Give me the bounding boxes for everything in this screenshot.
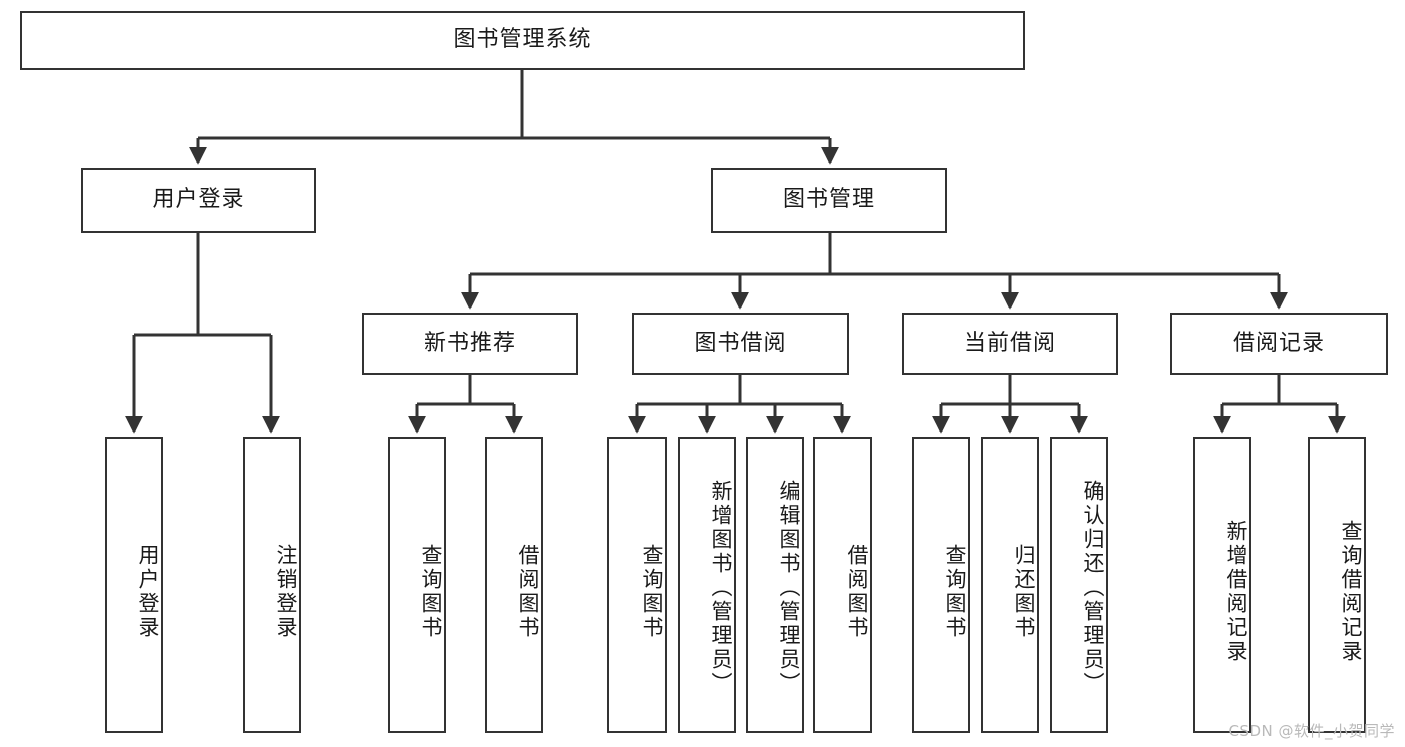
leaf-book-borrow-borrow-book[interactable]: 借阅图书 [813,437,872,733]
leaf-borrow-records-add-record[interactable]: 新增借阅记录 [1193,437,1251,733]
node-label: 确认归还（管理员） [1081,480,1105,696]
node-label: 图书借阅 [694,330,787,356]
node-label: 用户登录 [136,544,160,640]
leaf-current-borrow-query-book[interactable]: 查询图书 [912,437,970,733]
node-label: 查询图书 [640,544,664,640]
node-label: 借阅图书 [845,544,869,640]
leaf-user-login-login[interactable]: 用户登录 [105,437,163,733]
node-label: 编辑图书（管理员） [777,480,801,696]
node-label: 图书管理系统 [453,27,592,53]
node-book-borrow[interactable]: 图书借阅 [632,313,849,375]
node-root-book-management-system[interactable]: 图书管理系统 [20,11,1025,70]
node-label: 查询借阅记录 [1339,520,1363,664]
node-label: 查询图书 [943,544,967,640]
node-label: 借阅记录 [1232,330,1325,356]
leaf-book-borrow-add-book-admin[interactable]: 新增图书（管理员） [678,437,736,733]
node-label: 归还图书 [1012,544,1036,640]
node-label: 新增借阅记录 [1224,520,1248,664]
node-user-login[interactable]: 用户登录 [81,168,316,233]
watermark-text: CSDN @软件_小贺同学 [1228,722,1395,740]
node-label: 新增图书（管理员） [709,480,733,696]
node-borrow-records[interactable]: 借阅记录 [1170,313,1388,375]
leaf-book-borrow-query-book[interactable]: 查询图书 [607,437,667,733]
node-label: 新书推荐 [423,330,516,356]
leaf-current-borrow-return-book[interactable]: 归还图书 [981,437,1039,733]
node-current-borrow[interactable]: 当前借阅 [902,313,1118,375]
leaf-new-book-query-book[interactable]: 查询图书 [388,437,446,733]
node-label: 查询图书 [419,544,443,640]
node-label: 用户登录 [152,187,245,213]
leaf-current-borrow-confirm-return-admin[interactable]: 确认归还（管理员） [1050,437,1108,733]
node-new-book-recommend[interactable]: 新书推荐 [362,313,578,375]
node-label: 注销登录 [274,544,298,640]
node-book-management[interactable]: 图书管理 [711,168,947,233]
leaf-user-login-logout[interactable]: 注销登录 [243,437,301,733]
node-label: 图书管理 [782,187,875,213]
leaf-borrow-records-query-record[interactable]: 查询借阅记录 [1308,437,1366,733]
leaf-new-book-borrow-book[interactable]: 借阅图书 [485,437,543,733]
leaf-book-borrow-edit-book-admin[interactable]: 编辑图书（管理员） [746,437,804,733]
node-label: 借阅图书 [516,544,540,640]
node-label: 当前借阅 [963,330,1056,356]
